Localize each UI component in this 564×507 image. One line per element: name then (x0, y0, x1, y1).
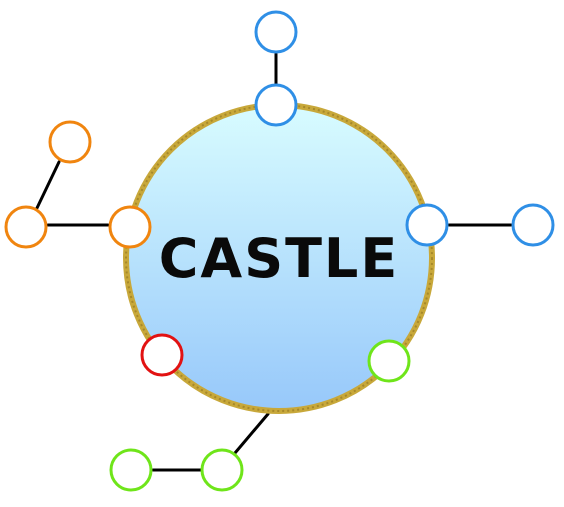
nodes (4, 10, 555, 492)
green-node-bottom-right[interactable] (200, 448, 244, 492)
connector-orange-upper (35, 160, 61, 210)
blue-node-top[interactable] (254, 10, 298, 54)
orange-node-castle-left[interactable] (108, 205, 152, 249)
green-node-bottom-left[interactable] (109, 448, 153, 492)
green-node-castle[interactable] (367, 339, 411, 383)
connector-bottom-castle (233, 412, 270, 455)
orange-node-left[interactable] (4, 205, 48, 249)
orange-node-upper[interactable] (48, 120, 92, 164)
castle-node[interactable]: CASTLE (123, 102, 435, 414)
connector-lines (35, 52, 513, 472)
blue-node-castle-top[interactable] (254, 83, 298, 127)
red-node-castle[interactable] (140, 333, 184, 377)
castle-circle (126, 105, 432, 411)
blue-node-castle-right[interactable] (405, 203, 449, 247)
blue-node-right[interactable] (511, 203, 555, 247)
castle-label: CASTLE (159, 227, 399, 290)
